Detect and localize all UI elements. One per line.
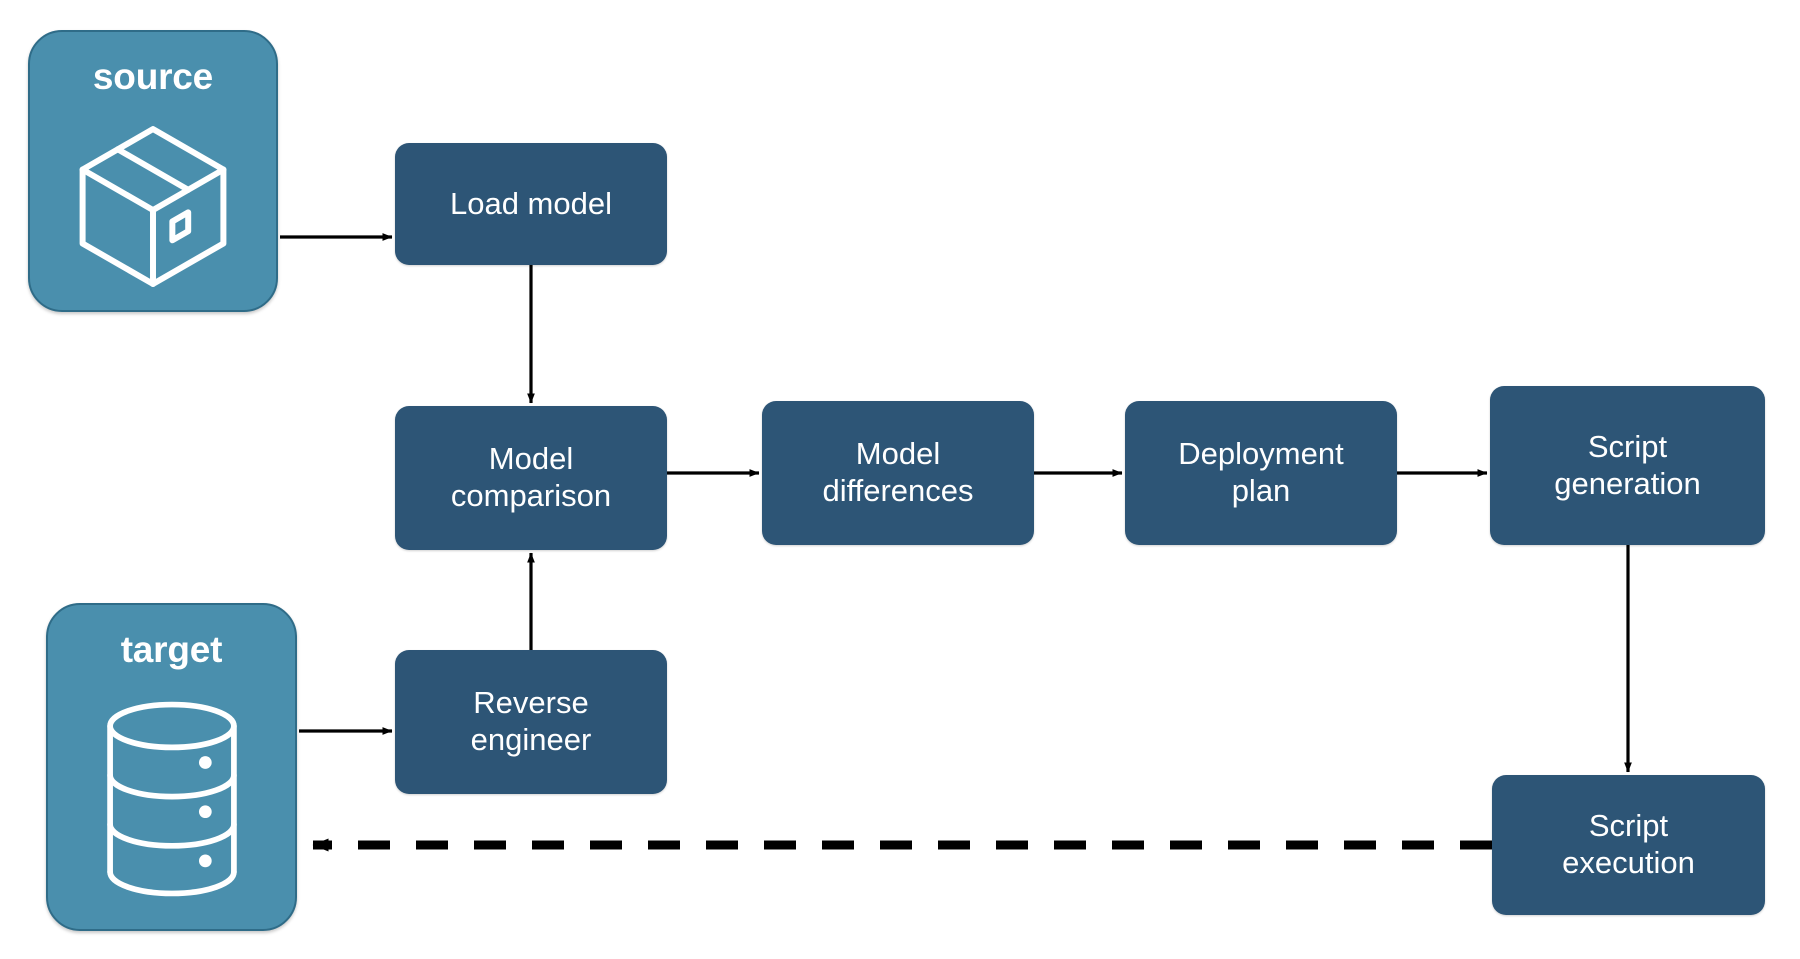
node-reverse-engineer-label: Reverse engineer [470,685,592,757]
node-script-generation-label: Script generation [1554,428,1701,501]
node-load-model[interactable]: Load model [395,143,667,265]
node-model-comparison[interactable]: Model comparison [395,406,667,550]
package-box-icon [30,95,276,310]
node-script-execution[interactable]: Script execution [1492,775,1765,915]
database-cylinder-icon [48,668,295,929]
node-deployment-plan-label: Deployment plan [1178,436,1344,508]
node-model-comparison-label: Model comparison [450,441,612,513]
endpoint-source-label: source [92,56,214,97]
node-model-differences-label: Model differences [822,436,974,508]
endpoint-source[interactable]: source [28,30,278,312]
node-load-model-label: Load model [449,185,612,221]
node-script-execution-label: Script execution [1562,808,1695,880]
node-script-generation[interactable]: Script generation [1490,386,1765,545]
node-reverse-engineer[interactable]: Reverse engineer [395,650,667,794]
node-model-differences[interactable]: Model differences [762,401,1034,545]
endpoint-target-label: target [120,629,223,670]
node-deployment-plan[interactable]: Deployment plan [1125,401,1397,545]
endpoint-target[interactable]: target [46,603,297,931]
